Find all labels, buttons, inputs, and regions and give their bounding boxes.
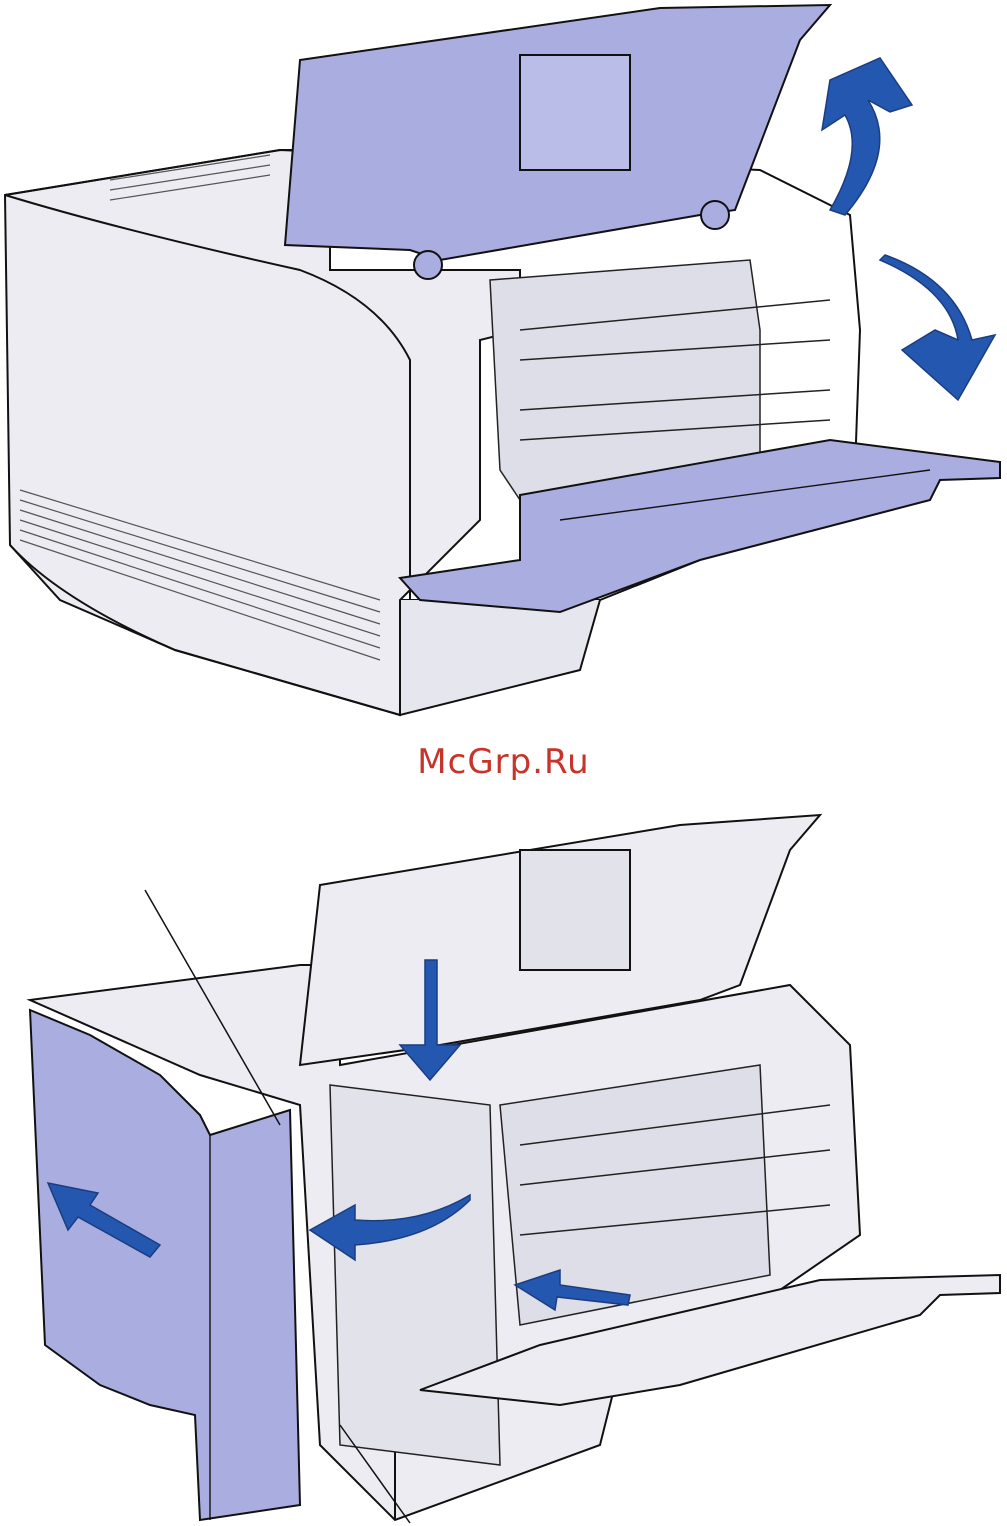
top-cover-open — [285, 5, 830, 279]
arrow-up-icon — [822, 58, 912, 215]
printer-illustration-top — [0, 0, 1007, 720]
front-tray-open — [400, 440, 1000, 612]
printer-illustration-bottom — [0, 805, 1007, 1526]
arrow-down-icon — [880, 255, 995, 400]
watermark-text: McGrp.Ru — [0, 742, 1007, 792]
printer-remove-side-cover-illustration — [0, 805, 1007, 1526]
open-arrows — [822, 58, 995, 400]
printer-open-covers-illustration — [0, 0, 1007, 720]
